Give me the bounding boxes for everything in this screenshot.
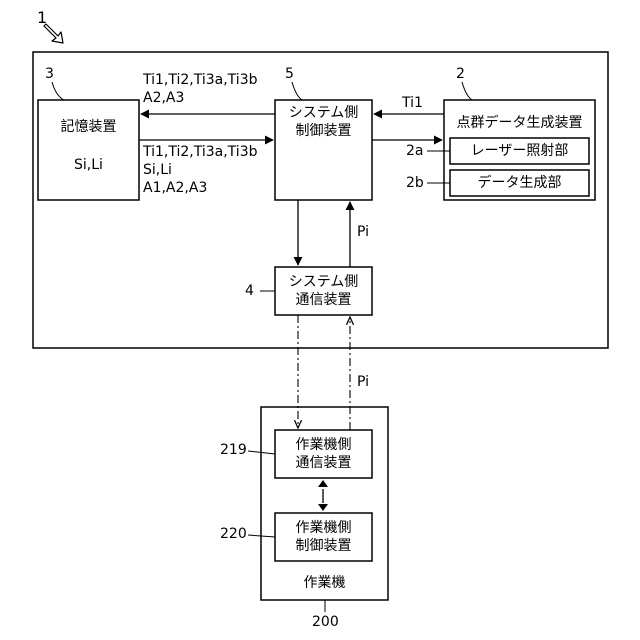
ref-2: 2 (456, 66, 465, 82)
system-comm-line2: 通信装置 (275, 291, 372, 309)
signal-pi-internal: Pi (357, 224, 369, 240)
ref-5: 5 (285, 66, 294, 82)
machine-comm-line1: 作業機側 (275, 436, 372, 454)
storage-device-title: 記憶装置 (38, 118, 139, 136)
signal-from-storage-line2: Si,Li (143, 162, 172, 178)
work-machine-title: 作業機 (261, 574, 388, 592)
signal-pi-external: Pi (357, 374, 369, 390)
system-controller-line1: システム側 (275, 104, 372, 122)
ref-1: 1 (37, 10, 47, 26)
ref-2b: 2b (406, 175, 424, 191)
ref-2a: 2a (406, 143, 424, 159)
signal-to-storage-line2: A2,A3 (143, 90, 184, 106)
data-generation-unit-label: データ生成部 (450, 174, 589, 192)
machine-comm-line2: 通信装置 (275, 454, 372, 472)
signal-from-storage-line1: Ti1,Ti2,Ti3a,Ti3b (143, 144, 258, 160)
ref-3: 3 (45, 66, 54, 82)
leader-ref-3 (52, 82, 64, 100)
signal-to-storage-line1: Ti1,Ti2,Ti3a,Ti3b (143, 72, 258, 88)
laser-unit-label: レーザー照射部 (450, 142, 589, 160)
storage-device-content: Si,Li (38, 156, 139, 174)
machine-controller-line2: 制御装置 (275, 537, 372, 555)
arrow-machine-internal-head-down (318, 504, 328, 511)
leader-ref-2 (462, 82, 472, 100)
pointcloud-generator-title: 点群データ生成装置 (444, 114, 595, 132)
signal-from-pointcloud: Ti1 (402, 95, 423, 111)
signal-from-storage-line3: A1,A2,A3 (143, 180, 207, 196)
ref-220: 220 (220, 526, 247, 542)
system-comm-line1: システム側 (275, 273, 372, 291)
ref-219: 219 (220, 442, 247, 458)
ref-200: 200 (312, 614, 339, 630)
leader-ref-5 (292, 82, 302, 100)
system-controller-line2: 制御装置 (275, 122, 372, 140)
ref-4: 4 (245, 283, 254, 299)
storage-device-box (38, 100, 139, 200)
machine-controller-line1: 作業機側 (275, 519, 372, 537)
arrow-machine-internal-head-up (318, 480, 328, 487)
